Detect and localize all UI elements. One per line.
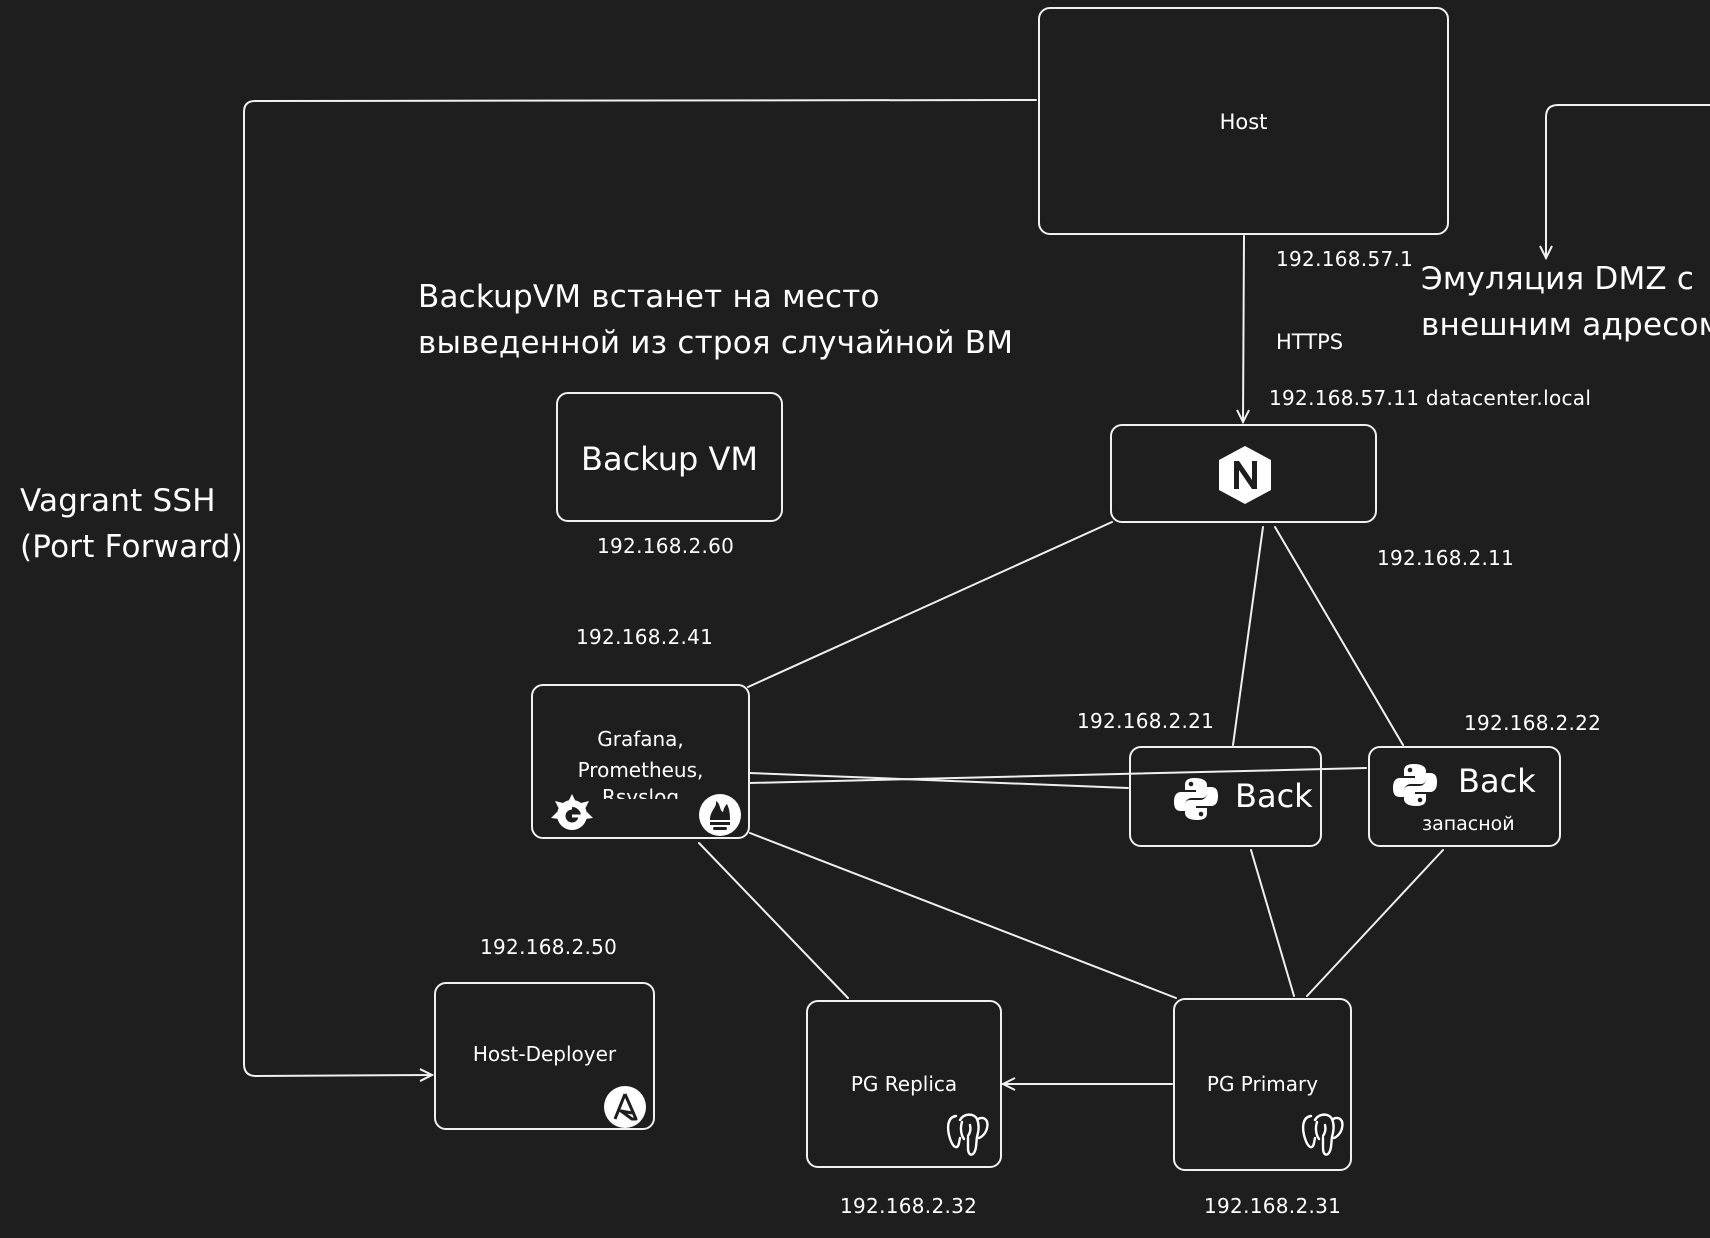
ansible-icon [604, 1086, 646, 1128]
monitoring-back-link [749, 772, 1129, 789]
pg-primary-label: PG Primary [1206, 1072, 1319, 1096]
monitoring-pg-replica-link [698, 842, 849, 999]
back-spare-label: Back [1458, 762, 1536, 800]
backup-vm-label: Backup VM [581, 440, 758, 478]
back-main-ip: 192.168.2.21 [1077, 709, 1215, 733]
pg-replica-ip: 192.168.2.32 [840, 1194, 978, 1218]
nginx-node[interactable] [1110, 424, 1377, 523]
https-label: HTTPS [1276, 330, 1344, 354]
dmz-connector [1546, 104, 1710, 258]
dmz-note-line2: внешним адресом [1421, 307, 1710, 343]
host-label: Host [1219, 110, 1268, 134]
back-spare-ip: 192.168.2.22 [1464, 711, 1602, 735]
postgresql-icon [946, 1113, 989, 1156]
backup-vm-ip: 192.168.2.60 [597, 534, 735, 558]
back-spare-sublabel: запасной [1422, 813, 1515, 835]
nginx-back-link [1232, 526, 1264, 746]
host-deployer-node[interactable]: Host-Deployer [434, 982, 655, 1130]
grafana-icon [551, 794, 593, 830]
nginx-icon [1219, 446, 1271, 504]
dmz-note-line1: Эмуляция DMZ с [1421, 261, 1695, 297]
backup-vm-node[interactable]: Backup VM [556, 392, 783, 522]
pg-replica-node[interactable]: PG Replica [806, 1000, 1002, 1168]
back-spare-pg-primary-link [1306, 849, 1444, 997]
pg-replica-label: PG Replica [850, 1072, 958, 1096]
monitoring-ip: 192.168.2.41 [576, 625, 714, 649]
monitoring-label-line3-clip: Rsyslog [533, 786, 748, 799]
nginx-external-ip: 192.168.57.11 datacenter.local [1269, 386, 1592, 410]
vagrant-note-line1: Vagrant SSH [20, 483, 216, 519]
python-icon [1174, 778, 1218, 820]
monitoring-label: Grafana, Prometheus, Rsyslog [533, 724, 748, 786]
monitoring-label-line2: Prometheus, [577, 758, 704, 782]
pg-primary-ip: 192.168.2.31 [1204, 1194, 1342, 1218]
host-deployer-ip: 192.168.2.50 [480, 935, 618, 959]
backup-note-line1: BackupVM встанет на место [418, 279, 880, 315]
vagrant-ssh-connector [243, 99, 1037, 1076]
prometheus-icon [699, 794, 741, 836]
monitoring-label-line1: Grafana, [597, 727, 684, 751]
host-node[interactable]: Host [1038, 7, 1449, 235]
back-pg-primary-link [1250, 849, 1295, 997]
monitoring-node[interactable]: Grafana, Prometheus, Rsyslog Rsyslog [531, 684, 750, 839]
back-main-label: Back [1235, 777, 1313, 815]
vagrant-note-line2: (Port Forward) [20, 529, 243, 565]
back-spare-node[interactable]: Back запасной [1368, 746, 1561, 847]
nginx-monitoring-link [747, 521, 1113, 688]
nginx-internal-ip: 192.168.2.11 [1377, 546, 1515, 570]
host-ip: 192.168.57.1 [1276, 247, 1414, 271]
pg-primary-node[interactable]: PG Primary [1173, 998, 1352, 1171]
postgresql-icon [1301, 1113, 1344, 1156]
host-deployer-label: Host-Deployer [472, 1042, 617, 1066]
backup-note-line2: выведенной из строя случайной ВМ [418, 325, 1014, 361]
https-connector [1243, 235, 1244, 422]
monitoring-back-spare-link [749, 767, 1367, 784]
python-icon [1393, 764, 1437, 806]
monitoring-label-line3-partial: Rsyslog [601, 786, 680, 799]
back-main-node[interactable]: Back [1129, 746, 1322, 847]
nginx-back-spare-link [1274, 526, 1404, 746]
monitoring-pg-primary-link [749, 832, 1177, 999]
